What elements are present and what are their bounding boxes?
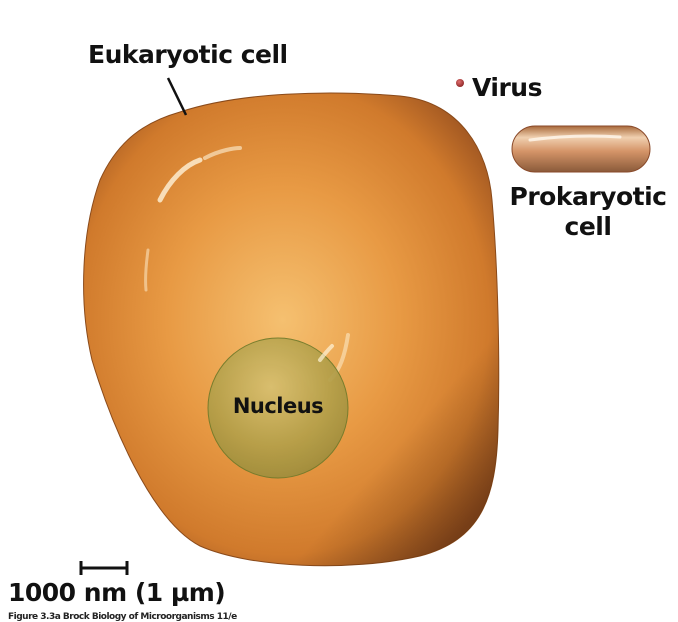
prokaryotic-cell (511, 125, 651, 173)
nucleus (207, 337, 349, 479)
scale-bar (79, 561, 129, 575)
scale-bar-label: 1000 nm (1 µm) (8, 578, 226, 607)
figure-caption: Figure 3.3a Brock Biology of Microorgani… (8, 612, 237, 622)
virus-label: Virus (472, 73, 543, 102)
eukaryotic-cell (83, 92, 500, 567)
prokaryotic-cell-label: Prokaryotic cell (508, 182, 668, 242)
virus-icon (456, 79, 464, 87)
prokaryotic-label-line1: Prokaryotic (509, 182, 667, 211)
nucleus-label: Nucleus (232, 394, 324, 418)
eukaryotic-cell-pointer (166, 77, 188, 116)
eukaryotic-cell-label: Eukaryotic cell (88, 40, 288, 69)
prokaryotic-label-line2: cell (564, 212, 612, 241)
